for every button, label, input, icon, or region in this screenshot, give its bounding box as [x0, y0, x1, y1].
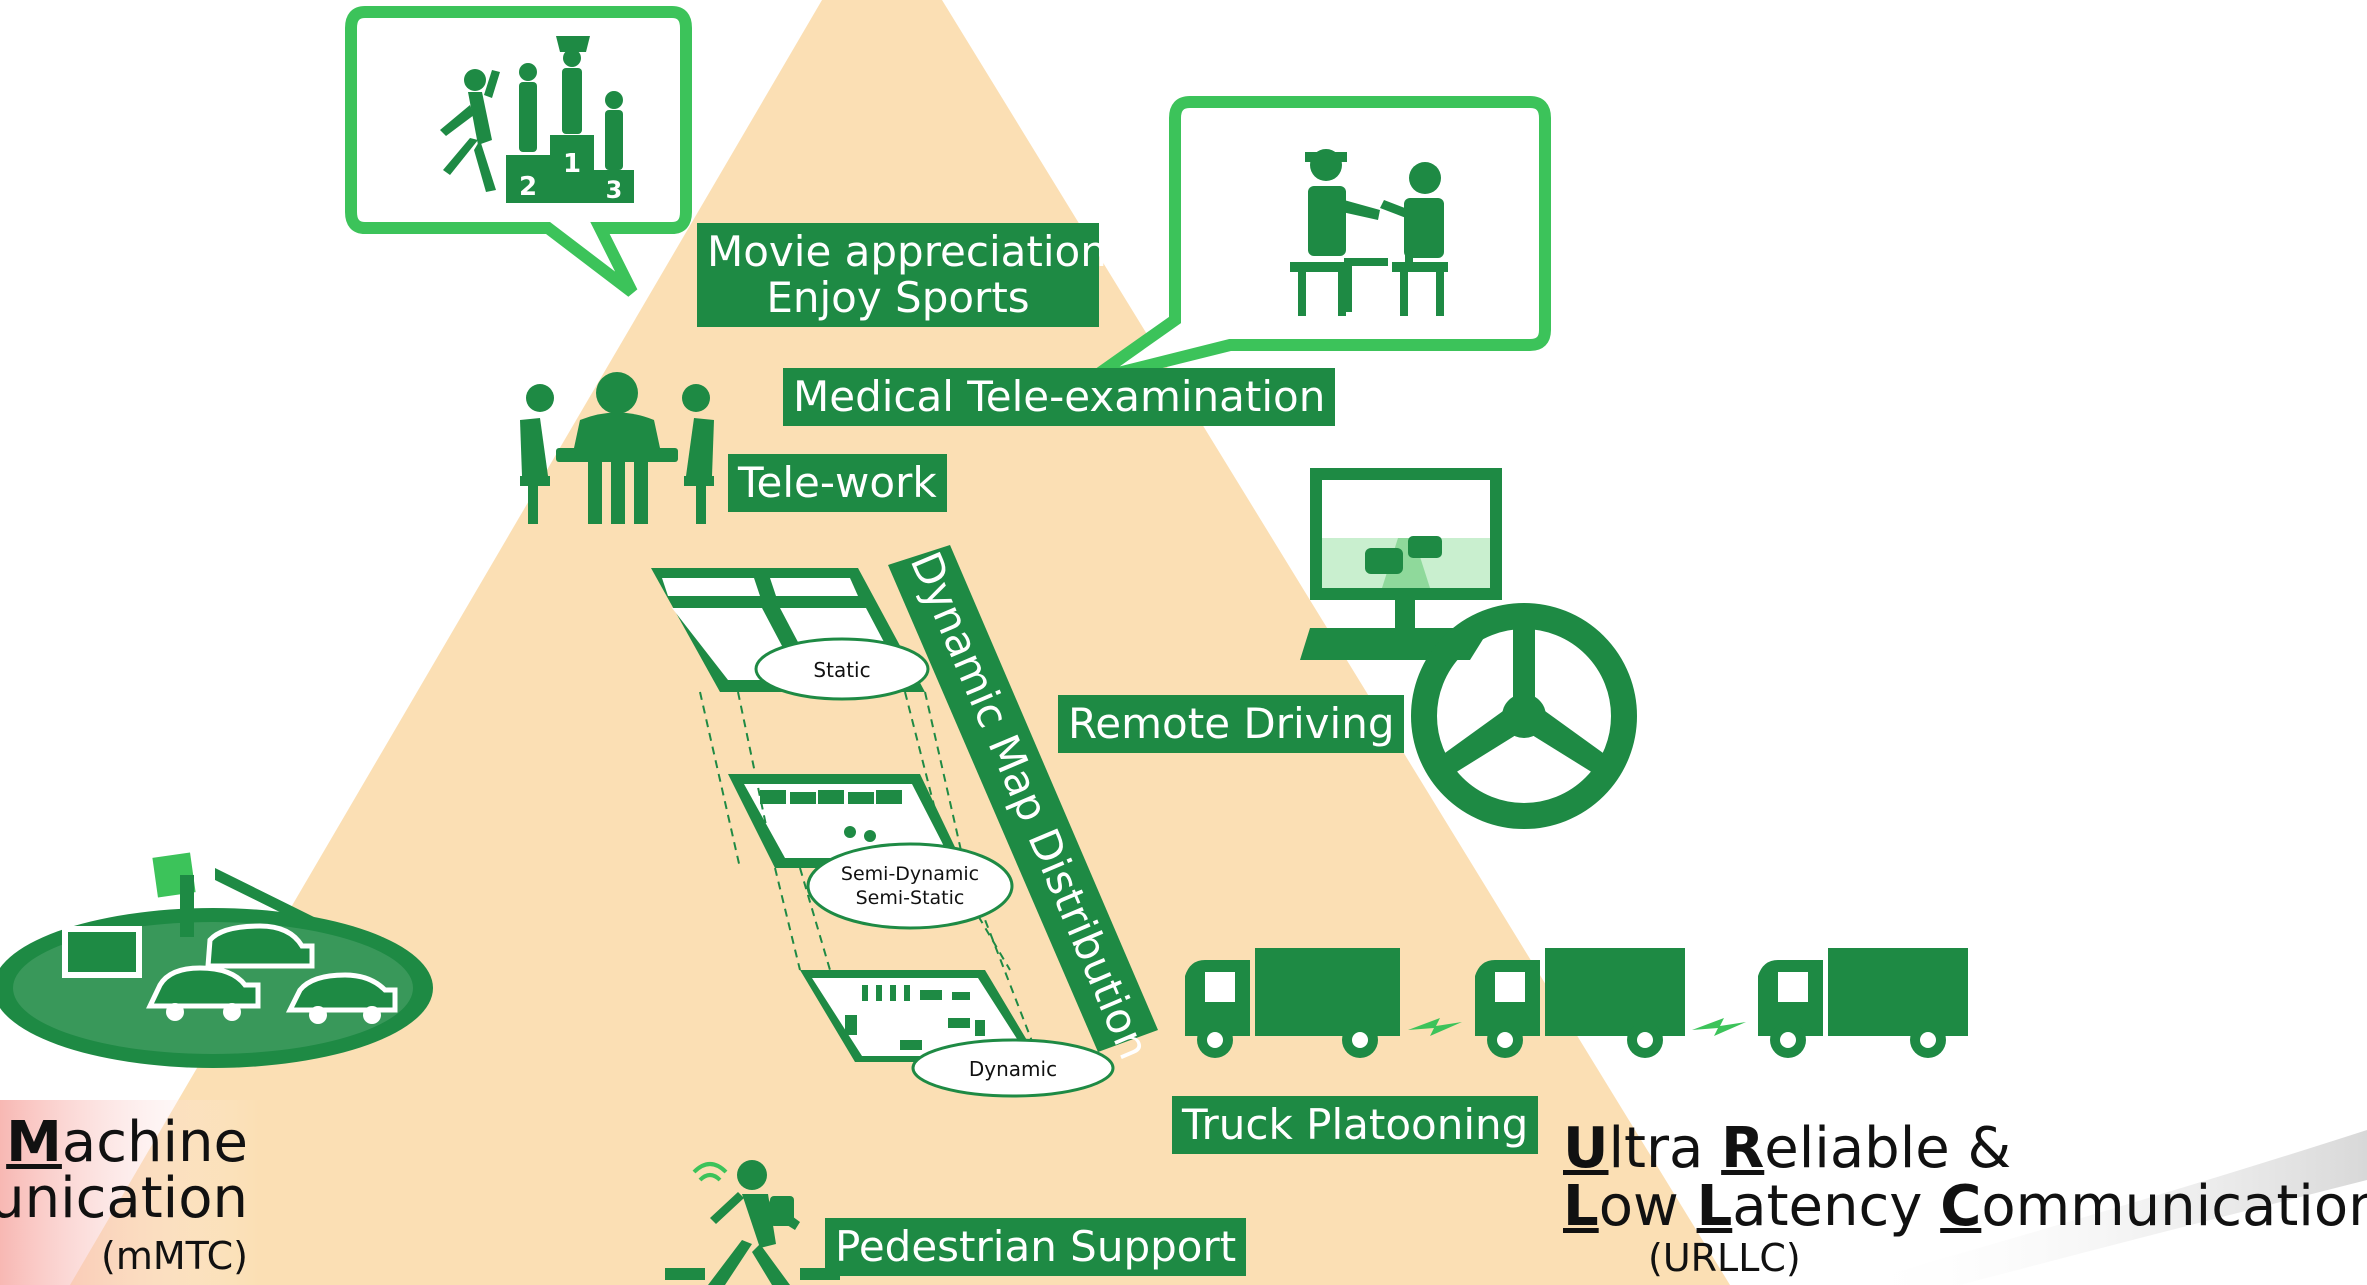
- urllc-initial-c: C: [1940, 1174, 1982, 1239]
- podium-label-3: 3: [606, 176, 623, 204]
- urllc-text-ow: ow: [1598, 1174, 1697, 1239]
- remote-driving-label: Remote Driving: [1058, 695, 1405, 753]
- wireless-link-icon: [1408, 1018, 1462, 1036]
- pedestrian-icon: [665, 1160, 840, 1285]
- layer-connector: [799, 867, 831, 971]
- truck-icon: [1185, 948, 1400, 1058]
- truck-platooning-label: Truck Platooning: [1172, 1096, 1539, 1154]
- urllc-text-ltra: ltra: [1608, 1116, 1722, 1181]
- medical-exam-icon: [1290, 149, 1448, 316]
- map-layer-dynamic: [800, 970, 1040, 1062]
- truck-icon: [1758, 948, 1968, 1058]
- mmtc-faded-area: [0, 1100, 260, 1285]
- movie-label: Movie appreciation Enjoy Sports: [697, 223, 1107, 327]
- layer-connector: [699, 691, 741, 869]
- truck-icon: [1475, 948, 1685, 1058]
- urllc-text-atency: atency: [1732, 1174, 1941, 1239]
- mmtc-line1-initial: M: [6, 1110, 62, 1175]
- layer-connector: [924, 691, 966, 869]
- movie-label-line1: Movie appreciation: [707, 227, 1107, 276]
- podium-label-2: 2: [519, 172, 537, 202]
- urllc-abbr: (URLLC): [1648, 1236, 1801, 1280]
- urllc-text-eliable: eliable &: [1764, 1116, 2012, 1181]
- layer-connector: [774, 867, 801, 971]
- dynamic-oval: Dynamic: [911, 1038, 1115, 1098]
- mmtc-line2: unication: [0, 1166, 248, 1231]
- urllc-initial-u: U: [1563, 1116, 1609, 1181]
- podium-label-1: 1: [563, 149, 581, 179]
- layer-connector: [737, 691, 776, 869]
- urllc-text-ommunication: ommunication: [1981, 1174, 2367, 1239]
- steering-wheel-icon: [1411, 603, 1637, 829]
- pedestrian-support-label: Pedestrian Support: [825, 1218, 1247, 1276]
- urllc-initial-l2: L: [1696, 1174, 1733, 1239]
- sports-podium-icon: 2 1 3: [440, 36, 634, 204]
- urllc-initial-l1: L: [1563, 1174, 1599, 1239]
- dynamic-label: Dynamic: [969, 1057, 1057, 1081]
- static-oval: Static: [754, 637, 930, 701]
- connected-cars-icon: [0, 852, 433, 1068]
- movie-label-line2: Enjoy Sports: [766, 273, 1030, 322]
- urllc-line2: Low Latency Communication: [1563, 1178, 2367, 1236]
- sports-bubble: 2 1 3: [345, 6, 692, 297]
- urllc-initial-r: R: [1721, 1116, 1765, 1181]
- meeting-table-icon: [520, 372, 714, 524]
- mmtc-abbr: (mMTC): [101, 1234, 248, 1278]
- telework-label: Tele-work: [728, 454, 947, 512]
- semi-oval: Semi-Dynamic Semi-Static: [806, 842, 1014, 930]
- mmtc-line1: e Machine: [0, 1114, 248, 1172]
- urllc-line1: Ultra Reliable &: [1563, 1120, 2011, 1178]
- mmtc-line1-post: achine: [61, 1110, 248, 1175]
- static-label: Static: [813, 658, 870, 682]
- medical-label: Medical Tele-examination: [783, 368, 1336, 426]
- semi-dynamic-label: Semi-Dynamic: [841, 863, 979, 885]
- layer-connector: [904, 691, 951, 869]
- medical-bubble: [1086, 96, 1551, 386]
- semi-static-label: Semi-Static: [856, 887, 965, 909]
- wireless-link-icon: [1692, 1018, 1746, 1036]
